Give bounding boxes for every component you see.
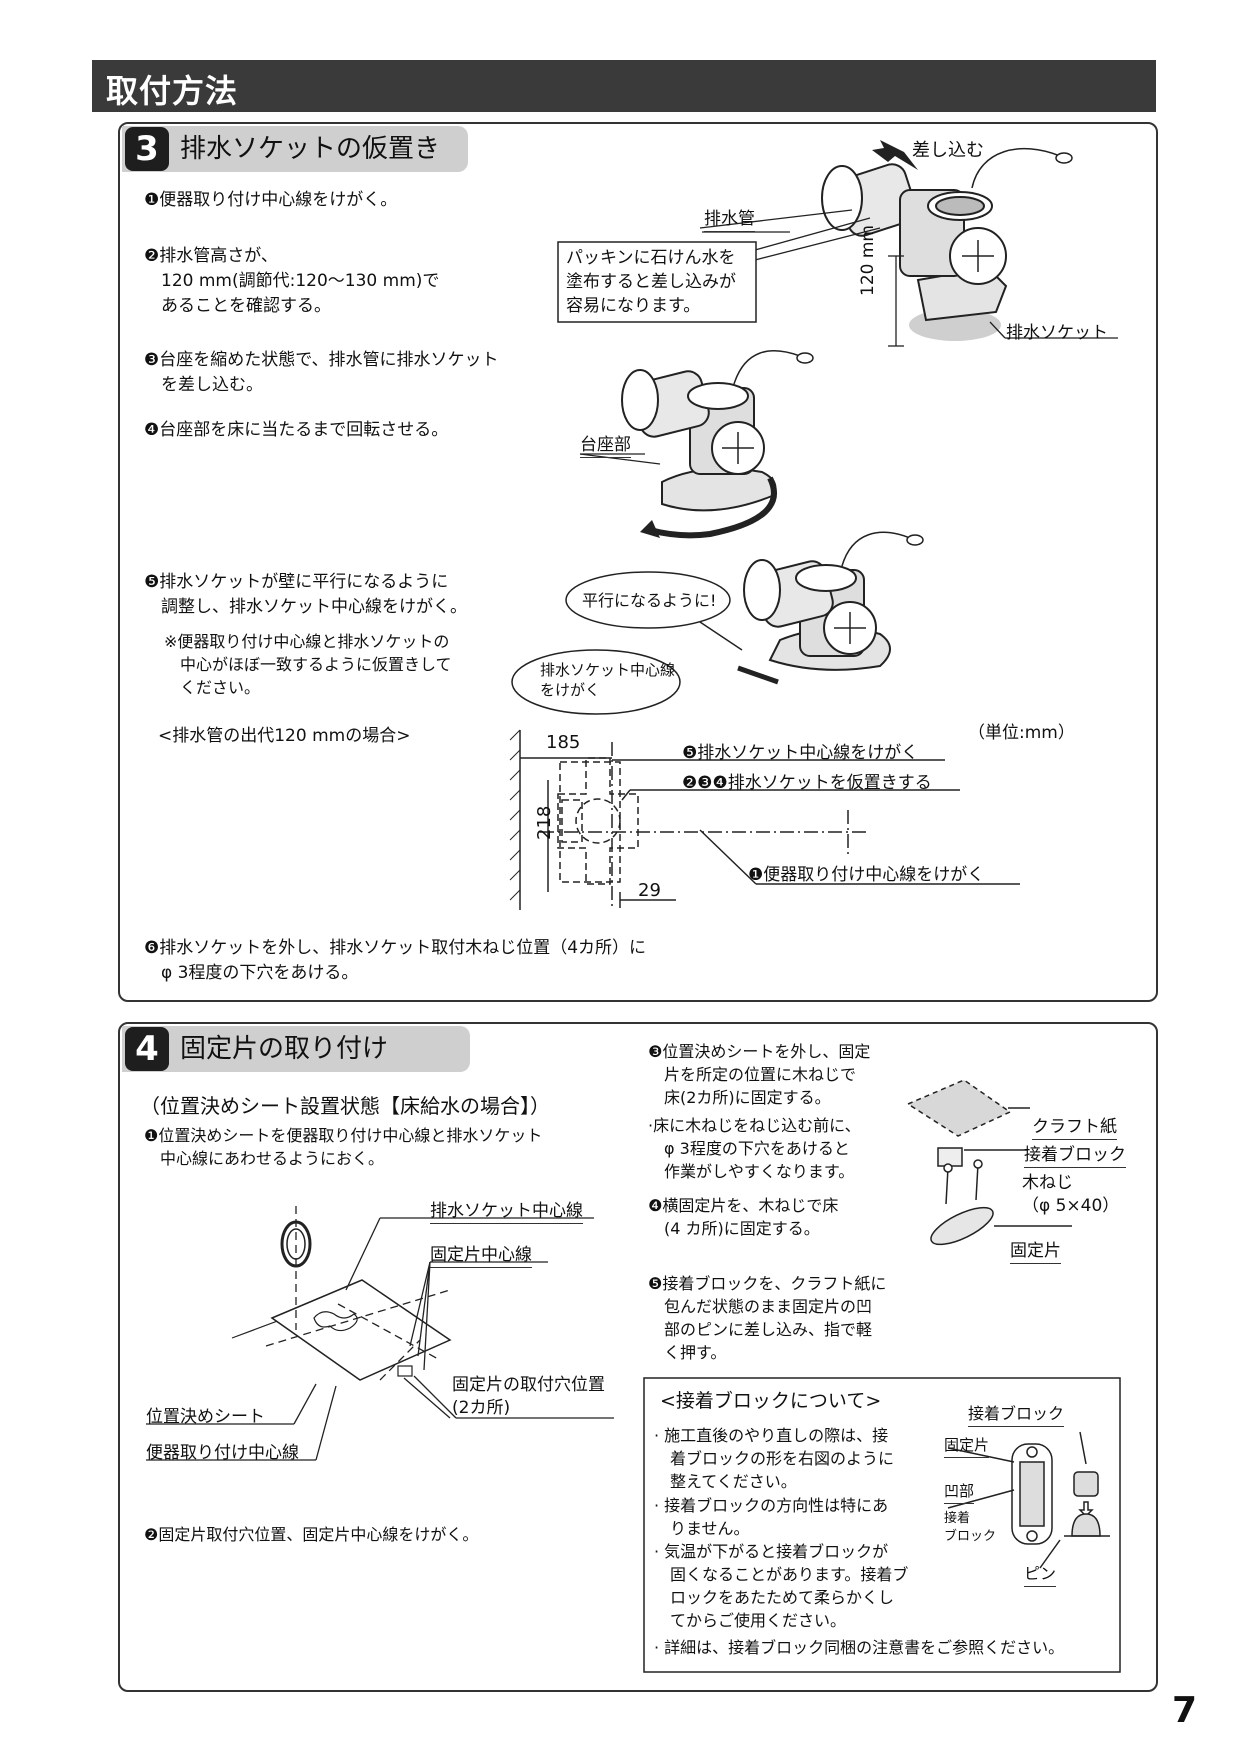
step-3-5-note: ※便器取り付け中心線と排水ソケットの 中心がほぼ一致するように仮置きして くださ…	[164, 632, 452, 697]
label-unit: （単位:mm）	[968, 723, 1075, 743]
header-title: 取付方法	[106, 72, 239, 110]
section-3-title: 排水ソケットの仮置き	[180, 134, 441, 164]
section-3-tab	[122, 126, 468, 172]
header-bar: 取付方法	[92, 60, 1156, 112]
dim-29: 29	[638, 880, 661, 901]
step-4-5: ❺接着ブロックを、クラフト紙に 包んだ状態のまま固定片の凹 部のピンに差し込み、…	[648, 1274, 887, 1362]
label-piece-center: 固定片中心線	[430, 1240, 532, 1268]
fig-label-pin: ピン	[1024, 1560, 1057, 1587]
label-base: 台座部	[580, 430, 631, 458]
page-number: 7	[1172, 1690, 1198, 1731]
step-3-1: ❶便器取り付け中心線をけがく。	[144, 190, 398, 210]
label-pipe: 排水管	[704, 204, 755, 232]
fig-label-block: 接着ブロック	[968, 1400, 1065, 1427]
step-3-3: ❸台座を縮めた状態で、排水管に排水ソケット を差し込む。	[144, 350, 499, 395]
step-3-6: ❻排水ソケットを外し、排水ソケット取付木ねじ位置（4カ所）に φ 3程度の下穴を…	[144, 938, 647, 983]
label-holes: 固定片の取付穴位置 (2カ所)	[452, 1375, 605, 1418]
section-3-panel	[118, 122, 1158, 1002]
dim-185: 185	[546, 732, 581, 753]
label-socket: 排水ソケット	[1006, 323, 1108, 343]
label-socket-center: 排水ソケット中心線	[430, 1196, 583, 1224]
notebox-b3: · 気温が下がると接着ブロックが 固くなることがあります。接着ブ ロックをあたた…	[654, 1542, 909, 1630]
step-3-2: ❷排水管高さが、 120 mm(調節代:120～130 mm)で あることを確認…	[144, 246, 440, 316]
label-block: 接着ブロック	[1024, 1140, 1126, 1168]
dimension-diagram	[509, 729, 1020, 910]
label-screw: 木ねじ （φ 5×40）	[1022, 1173, 1120, 1216]
block-detail-figure	[947, 1431, 1110, 1569]
step-4-3-note: ·床に木ねじをねじ込む前に、 φ 3程度の下穴をあけると 作業がしやすくなります…	[648, 1116, 861, 1181]
label-toilet-center: 便器取り付け中心線	[146, 1443, 299, 1463]
case-label: <排水管の出代120 mmの場合>	[158, 726, 411, 746]
step-4-3: ❸位置決めシートを外し、固定 片を所定の位置に木ねじで 床(2カ所)に固定する。	[648, 1042, 871, 1107]
label-insert: 差し込む	[912, 140, 984, 161]
label-mark-line: 排水ソケット中心線 をけがく	[540, 661, 676, 699]
step-4-2: ❷固定片取付穴位置、固定片中心線をけがく。	[144, 1525, 479, 1544]
section-4-tab	[122, 1026, 470, 1072]
label-piece: 固定片	[1010, 1236, 1061, 1264]
step-3-4: ❹台座部を床に当たるまで回転させる。	[144, 420, 449, 440]
section-4-panel	[118, 1022, 1158, 1692]
label-kraft: クラフト紙	[1032, 1112, 1117, 1140]
block-kit-figure	[906, 1079, 1072, 1246]
label-sheet: 位置決めシート	[146, 1407, 265, 1427]
section-4-number: 4	[125, 1027, 169, 1071]
dim-label-5: ❺排水ソケット中心線をけがく	[682, 743, 919, 763]
section-4-title: 固定片の取り付け	[180, 1034, 389, 1064]
step-4-1: ❶位置決めシートを便器取り付け中心線と排水ソケット 中心線にあわせるようにおく。	[144, 1126, 543, 1168]
socket-figure-2	[621, 350, 814, 512]
socket-figure-1	[821, 147, 1073, 341]
notebox-b2: · 接着ブロックの方向性は特にあ りません。	[654, 1496, 889, 1538]
label-parallel: 平行になるように!	[582, 591, 717, 610]
section-4-subtitle: （位置決めシート設置状態【床給水の場合】）	[140, 1094, 550, 1118]
notebox-b1: · 施工直後のやり直しの際は、接 着ブロックの形を右図のように 整えてください。	[654, 1426, 895, 1491]
dim-label-234: ❷❸❹排水ソケットを仮置きする	[682, 773, 932, 793]
fig-label-recess: 凹部	[944, 1480, 975, 1504]
notebox-title: <接着ブロックについて>	[660, 1390, 882, 1412]
section-3-number: 3	[125, 127, 169, 171]
positioning-sheet-figure	[146, 1206, 614, 1461]
dim-label-1: ❶便器取り付け中心線をけがく	[748, 865, 985, 885]
fig-label-piece: 固定片	[944, 1434, 990, 1458]
label-packing: パッキンに石けん水を 塗布すると差し込みが 容易になります。	[566, 248, 736, 316]
notebox-b4: · 詳細は、接着ブロック同梱の注意書をご参照ください。	[654, 1638, 1065, 1657]
socket-figure-3	[743, 531, 924, 671]
step-4-4: ❹横固定片を、木ねじで床 (4 カ所)に固定する。	[648, 1196, 839, 1238]
step-3-5: ❺排水ソケットが壁に平行になるように 調整し、排水ソケット中心線をけがく。	[144, 572, 467, 617]
fig-label-block2: 接着 ブロック	[944, 1511, 997, 1544]
